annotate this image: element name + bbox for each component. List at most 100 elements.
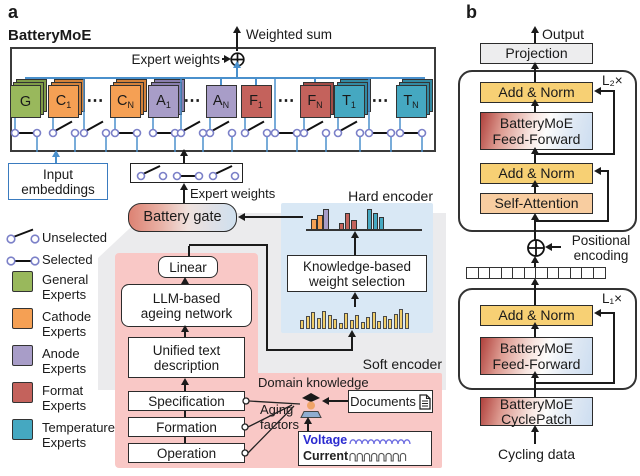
legend-format-swatch <box>12 382 33 403</box>
soft-weight-bar <box>338 323 343 329</box>
batterymoe-cyclepatch-box: BatteryMoE CyclePatch <box>480 396 593 426</box>
soft-weight-bar <box>399 309 403 329</box>
arrowhead-up <box>179 149 188 156</box>
expert-G: G <box>10 85 41 118</box>
positional-encoding-label: Positional encoding <box>560 233 640 263</box>
soft-weight-bar <box>300 320 304 329</box>
soft-weight-bar <box>316 318 321 329</box>
linear-label: Linear <box>169 259 207 275</box>
selected-weights-chart <box>311 208 427 230</box>
expert-switch-closed <box>110 118 141 152</box>
connector-line <box>600 90 615 92</box>
batterymoe-feedforward-box-2: BatteryMoE Feed-Forward <box>480 337 593 375</box>
connector-line <box>184 437 186 443</box>
arrowhead-up <box>530 278 539 285</box>
expert-C1: C1 <box>48 85 79 118</box>
experts-ellipsis: ⋯ <box>371 91 389 110</box>
arrowhead-up <box>530 180 539 187</box>
connector-line <box>266 245 268 351</box>
operation-box: Operation <box>128 443 245 463</box>
selected-weight-bar <box>323 209 329 230</box>
connector-line <box>244 216 303 218</box>
aging-factors-label: Aging factors <box>260 402 299 432</box>
positional-line1: Positional <box>571 233 631 248</box>
expert-switch-open <box>299 118 331 152</box>
soft-weight-bar <box>333 319 337 329</box>
connector-line <box>607 172 609 222</box>
arrowhead-left <box>594 86 601 95</box>
expert-switch-open <box>333 118 365 152</box>
expert-weights-top-label: Expert weights <box>131 52 220 67</box>
expert-FN: FN <box>299 85 331 118</box>
expert-switch-open <box>205 118 237 152</box>
linear-box: Linear <box>158 256 218 278</box>
batterymoe-title: BatteryMoE <box>8 27 92 44</box>
connector-line <box>534 327 536 337</box>
arrowhead-up <box>530 62 539 69</box>
soft-weight-bar <box>349 320 354 329</box>
soft-weight-bar <box>311 312 315 329</box>
connector-line <box>183 188 185 203</box>
connector-line <box>267 349 353 351</box>
self-attention-label: Self-Attention <box>494 195 579 211</box>
domain-knowledge-label: Domain knowledge <box>258 375 369 390</box>
expert-T1: T1 <box>333 85 365 118</box>
llm-ageing-box: LLM-based ageing network <box>121 284 252 327</box>
connector-line <box>534 104 536 112</box>
expert-switch-closed <box>395 118 427 152</box>
selected-weight-bar <box>366 209 373 230</box>
connector-line <box>306 229 422 231</box>
selected-weight-bar <box>344 213 351 230</box>
ff1-line2: Feed-Forward <box>492 131 581 147</box>
connector-line <box>551 246 561 248</box>
arrowhead-left <box>594 166 601 175</box>
connector-line <box>307 424 309 431</box>
expert-weights-gate-label: Expert weights <box>190 186 276 201</box>
legend-temperature-swatch <box>12 419 33 440</box>
battery-gate-box: Battery gate <box>128 203 237 232</box>
input-embeddings-line1: Input <box>42 166 74 182</box>
connector-line <box>189 244 268 246</box>
voltage-current-box: Voltage Current <box>298 431 432 466</box>
panel-b-label: b <box>466 2 477 22</box>
arrowhead-up <box>180 378 189 385</box>
expert-CN: CN <box>110 85 141 118</box>
input-embeddings-line2: embeddings <box>21 181 95 197</box>
soft-weight-bar <box>327 315 332 329</box>
arrowhead-up <box>530 99 539 106</box>
output-label: Output <box>542 26 585 42</box>
formation-label: Formation <box>156 419 217 435</box>
arrowhead-up <box>530 425 539 432</box>
current-label: Current <box>303 449 349 463</box>
batterymoe-feedforward-box-1: BatteryMoE Feed-Forward <box>480 112 593 150</box>
add-norm-label: Add & Norm <box>498 307 575 323</box>
connector-line <box>236 32 238 51</box>
legend-label: Unselected <box>42 230 108 245</box>
aging-line2: factors <box>260 417 300 432</box>
legend-anode-swatch <box>12 345 33 366</box>
llm-line2: ageing network <box>140 305 233 321</box>
connector-line <box>534 67 536 82</box>
arrowhead-up <box>530 371 539 378</box>
connector-line <box>534 377 536 397</box>
arrowhead-left <box>594 308 601 317</box>
soft-weight-bar <box>322 311 326 329</box>
selection-line2: weight selection <box>308 273 406 289</box>
connector-line <box>184 331 186 337</box>
expert-switch-closed <box>364 78 396 152</box>
specification-label: Specification <box>148 393 225 409</box>
add-norm-box-2: Add & Norm <box>480 163 593 184</box>
knowledge-selection-box: Knowledge-based weight selection <box>287 255 427 292</box>
legend-switch-open <box>6 228 40 244</box>
cycling-data-label: Cycling data <box>497 446 576 462</box>
projection-box: Projection <box>480 43 593 64</box>
unified-text-box: Unified text description <box>128 337 245 378</box>
gate-switch-open <box>208 165 240 181</box>
voltage-row: Voltage <box>303 433 417 449</box>
arrowhead-up <box>350 231 359 238</box>
expert-switch-closed <box>10 118 41 152</box>
input-embeddings-box: Input embeddings <box>8 163 108 200</box>
